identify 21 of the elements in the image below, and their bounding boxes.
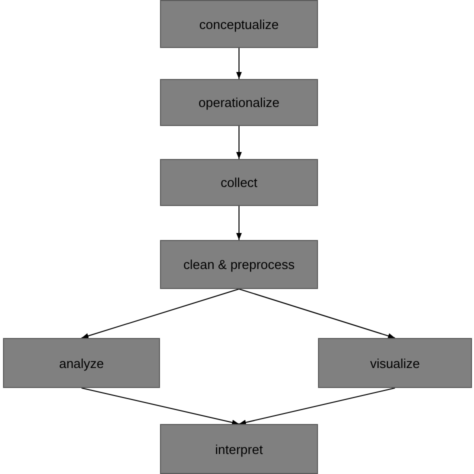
box-label: interpret <box>215 442 263 456</box>
box-label: collect <box>220 175 258 190</box>
process-box <box>160 240 318 289</box>
arrow <box>236 126 242 160</box>
process-box <box>3 338 160 388</box>
arrow <box>236 48 242 80</box>
box-label: clean & preprocess <box>183 257 295 272</box>
process-box <box>160 0 318 48</box>
arrow <box>81 288 240 339</box>
arrow <box>81 388 240 426</box>
box-label: visualize <box>370 356 420 370</box>
process-box <box>160 79 318 126</box>
process-box <box>318 338 472 388</box>
process-box <box>160 159 318 206</box>
process-box <box>160 424 318 474</box>
box-label: analyze <box>59 356 104 370</box>
arrow <box>236 206 242 240</box>
arrow <box>238 388 396 426</box>
box-label: operationalize <box>198 95 280 110</box>
box-label: conceptualize <box>199 16 279 32</box>
arrow <box>238 288 396 339</box>
